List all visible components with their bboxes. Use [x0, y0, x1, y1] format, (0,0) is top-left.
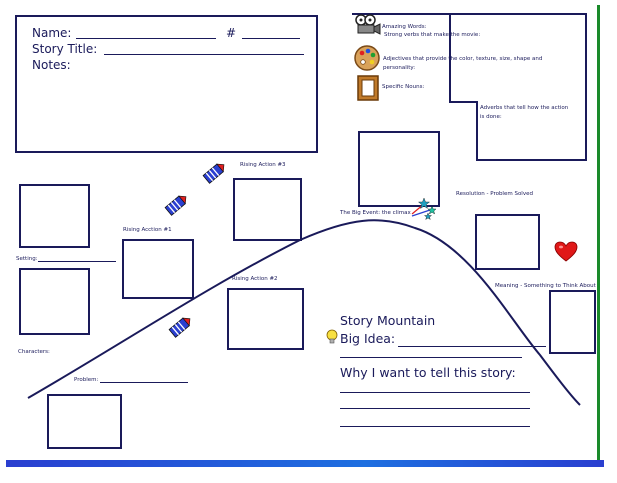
- rising-action-3-label: Rising Action #3: [240, 162, 286, 168]
- rocket-icon: [202, 163, 225, 184]
- amazing-words-label: Amazing Words:: [382, 24, 427, 30]
- problem-box[interactable]: [47, 394, 122, 449]
- big-idea-field[interactable]: [398, 346, 546, 347]
- problem-field[interactable]: [100, 382, 188, 383]
- rising-action-2-label: Rising Action #2: [232, 276, 278, 282]
- big-event-label: The Big Event: the climax: [340, 210, 411, 216]
- strong-verbs-label: Strong verbs that make the movie:: [384, 32, 481, 38]
- paint-palette-icon: [354, 45, 380, 71]
- big-event-box[interactable]: [358, 131, 440, 207]
- stars-icon: [411, 197, 437, 220]
- movie-camera-icon: [355, 14, 381, 35]
- characters-label: Characters:: [18, 349, 50, 355]
- rising-action-3-box[interactable]: [233, 178, 302, 241]
- setting-label: Setting:: [16, 256, 38, 262]
- story-title-field[interactable]: [104, 54, 304, 55]
- adjectives-label: Adjectives that provide the color, textu…: [383, 56, 543, 71]
- name-label: Name:: [32, 26, 72, 40]
- resolution-box[interactable]: [475, 214, 540, 270]
- picture-frame-icon: [357, 75, 379, 101]
- big-idea-label: Big Idea:: [340, 331, 396, 346]
- meaning-box[interactable]: [549, 290, 596, 354]
- why-field-line-2[interactable]: [340, 408, 530, 409]
- why-field-line-3[interactable]: [340, 426, 530, 427]
- number-field[interactable]: [242, 38, 300, 39]
- resolution-label: Resolution - Problem Solved: [456, 191, 533, 197]
- rocket-icon: [164, 195, 187, 216]
- rising-action-2-box[interactable]: [227, 288, 304, 350]
- adverbs-label: Adverbs that tell how the action is done…: [480, 105, 569, 120]
- lightbulb-icon: [326, 329, 338, 344]
- rocket-icon: [168, 317, 191, 338]
- story-title-label: Story Title:: [32, 42, 98, 56]
- specific-nouns-label: Specific Nouns:: [382, 84, 425, 90]
- why-label: Why I want to tell this story:: [340, 365, 516, 380]
- story-mountain-heading: Story Mountain: [340, 313, 436, 328]
- heart-icon: [554, 241, 578, 262]
- big-idea-field-line-2[interactable]: [340, 357, 522, 358]
- rising-action-1-label: Rising Acction #1: [123, 227, 172, 233]
- page-frame-bottom-bar: [6, 460, 604, 467]
- meaning-label: Meaning - Something to Think About: [495, 283, 596, 289]
- rising-action-1-box[interactable]: [122, 239, 194, 299]
- notes-label: Notes:: [32, 58, 71, 72]
- setting-field[interactable]: [38, 261, 116, 262]
- characters-box[interactable]: [19, 268, 90, 335]
- number-label: #: [226, 26, 237, 40]
- problem-label: Problem:: [74, 377, 99, 383]
- setting-box[interactable]: [19, 184, 90, 248]
- why-field-line-1[interactable]: [340, 392, 530, 393]
- name-field[interactable]: [76, 38, 216, 39]
